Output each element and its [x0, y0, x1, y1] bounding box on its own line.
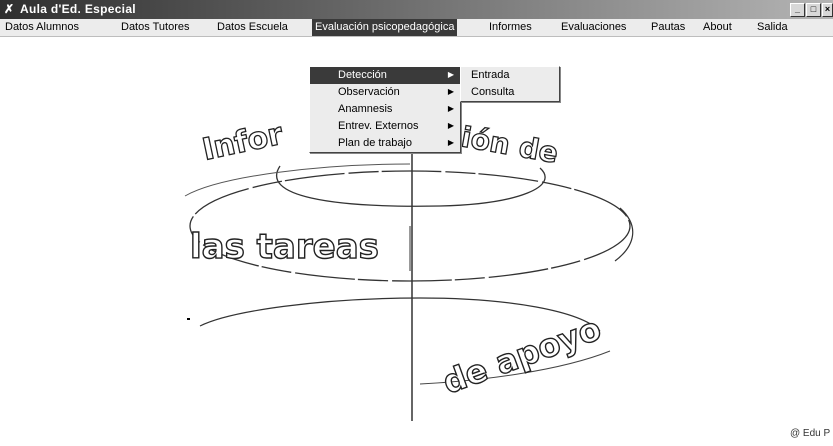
logo-text-ion-de: ión de [459, 120, 561, 169]
ellipse-bottom-arc [199, 297, 601, 332]
dropdown-item-label: Entrev. Externos [338, 120, 419, 132]
speck [187, 318, 190, 320]
logo-text-de-apoyo: de apoyo [438, 309, 606, 401]
title-bar[interactable]: ✗ Aula d'Ed. Especial _ □ × [0, 0, 833, 19]
ellipse-top [276, 165, 546, 207]
menu-about[interactable]: About [703, 21, 732, 33]
dropdown-item-label: Anamnesis [338, 103, 393, 115]
app-icon: ✗ [4, 2, 15, 16]
menu-informes[interactable]: Informes [489, 21, 532, 33]
submenu-arrow-icon: ▶ [447, 70, 454, 79]
logo-text-infor: Infor [199, 117, 286, 168]
close-button[interactable]: × [822, 3, 833, 17]
dropdown-item-deteccion[interactable]: Detección ▶ [310, 67, 460, 84]
submenu-arrow-icon: ▶ [447, 138, 454, 147]
menu-datos-tutores[interactable]: Datos Tutores [121, 21, 190, 33]
evaluacion-dropdown: Detección ▶ Observación ▶ Anamnesis ▶ En… [309, 66, 461, 153]
menu-pautas[interactable]: Pautas [651, 21, 686, 33]
menu-evaluacion-psicopedagogica[interactable]: Evaluación psicopedagógica [312, 19, 458, 36]
menu-bar: Datos Alumnos Datos Tutores Datos Escuel… [0, 19, 833, 37]
submenu-item-label: Consulta [471, 86, 515, 98]
submenu-arrow-icon: ▶ [447, 121, 454, 130]
logo-text-las-tareas: las tareas [190, 227, 379, 267]
dropdown-item-plan-de-trabajo[interactable]: Plan de trabajo ▶ [310, 135, 460, 152]
dropdown-item-label: Detección [338, 69, 387, 81]
deteccion-submenu: Entrada Consulta [460, 66, 560, 102]
menu-datos-alumnos[interactable]: Datos Alumnos [5, 21, 79, 33]
menu-evaluaciones[interactable]: Evaluaciones [561, 21, 627, 33]
minimize-button[interactable]: _ [790, 3, 805, 17]
logo-graphic: Infor ión de las tareas de apoyo [184, 116, 634, 421]
window-title: Aula d'Ed. Especial [20, 2, 136, 16]
copyright-text: @ Edu P [790, 428, 831, 439]
ellipse-top-left-arc [184, 163, 411, 197]
submenu-item-entrada[interactable]: Entrada [461, 67, 559, 84]
submenu-arrow-icon: ▶ [447, 104, 454, 113]
dropdown-item-entrev-externos[interactable]: Entrev. Externos ▶ [310, 118, 460, 135]
ellipse-right-arc [614, 207, 634, 262]
dropdown-item-observacion[interactable]: Observación ▶ [310, 84, 460, 101]
menu-salida[interactable]: Salida [757, 21, 788, 33]
dropdown-item-label: Observación [338, 86, 400, 98]
menu-datos-escuela[interactable]: Datos Escuela [217, 21, 288, 33]
dropdown-item-label: Plan de trabajo [338, 137, 412, 149]
submenu-item-label: Entrada [471, 69, 510, 81]
dropdown-item-anamnesis[interactable]: Anamnesis ▶ [310, 101, 460, 118]
submenu-item-consulta[interactable]: Consulta [461, 84, 559, 101]
submenu-arrow-icon: ▶ [447, 87, 454, 96]
ellipse-middle [189, 170, 631, 282]
ellipse-bottom-right-arc [419, 350, 611, 385]
maximize-button[interactable]: □ [806, 3, 821, 17]
